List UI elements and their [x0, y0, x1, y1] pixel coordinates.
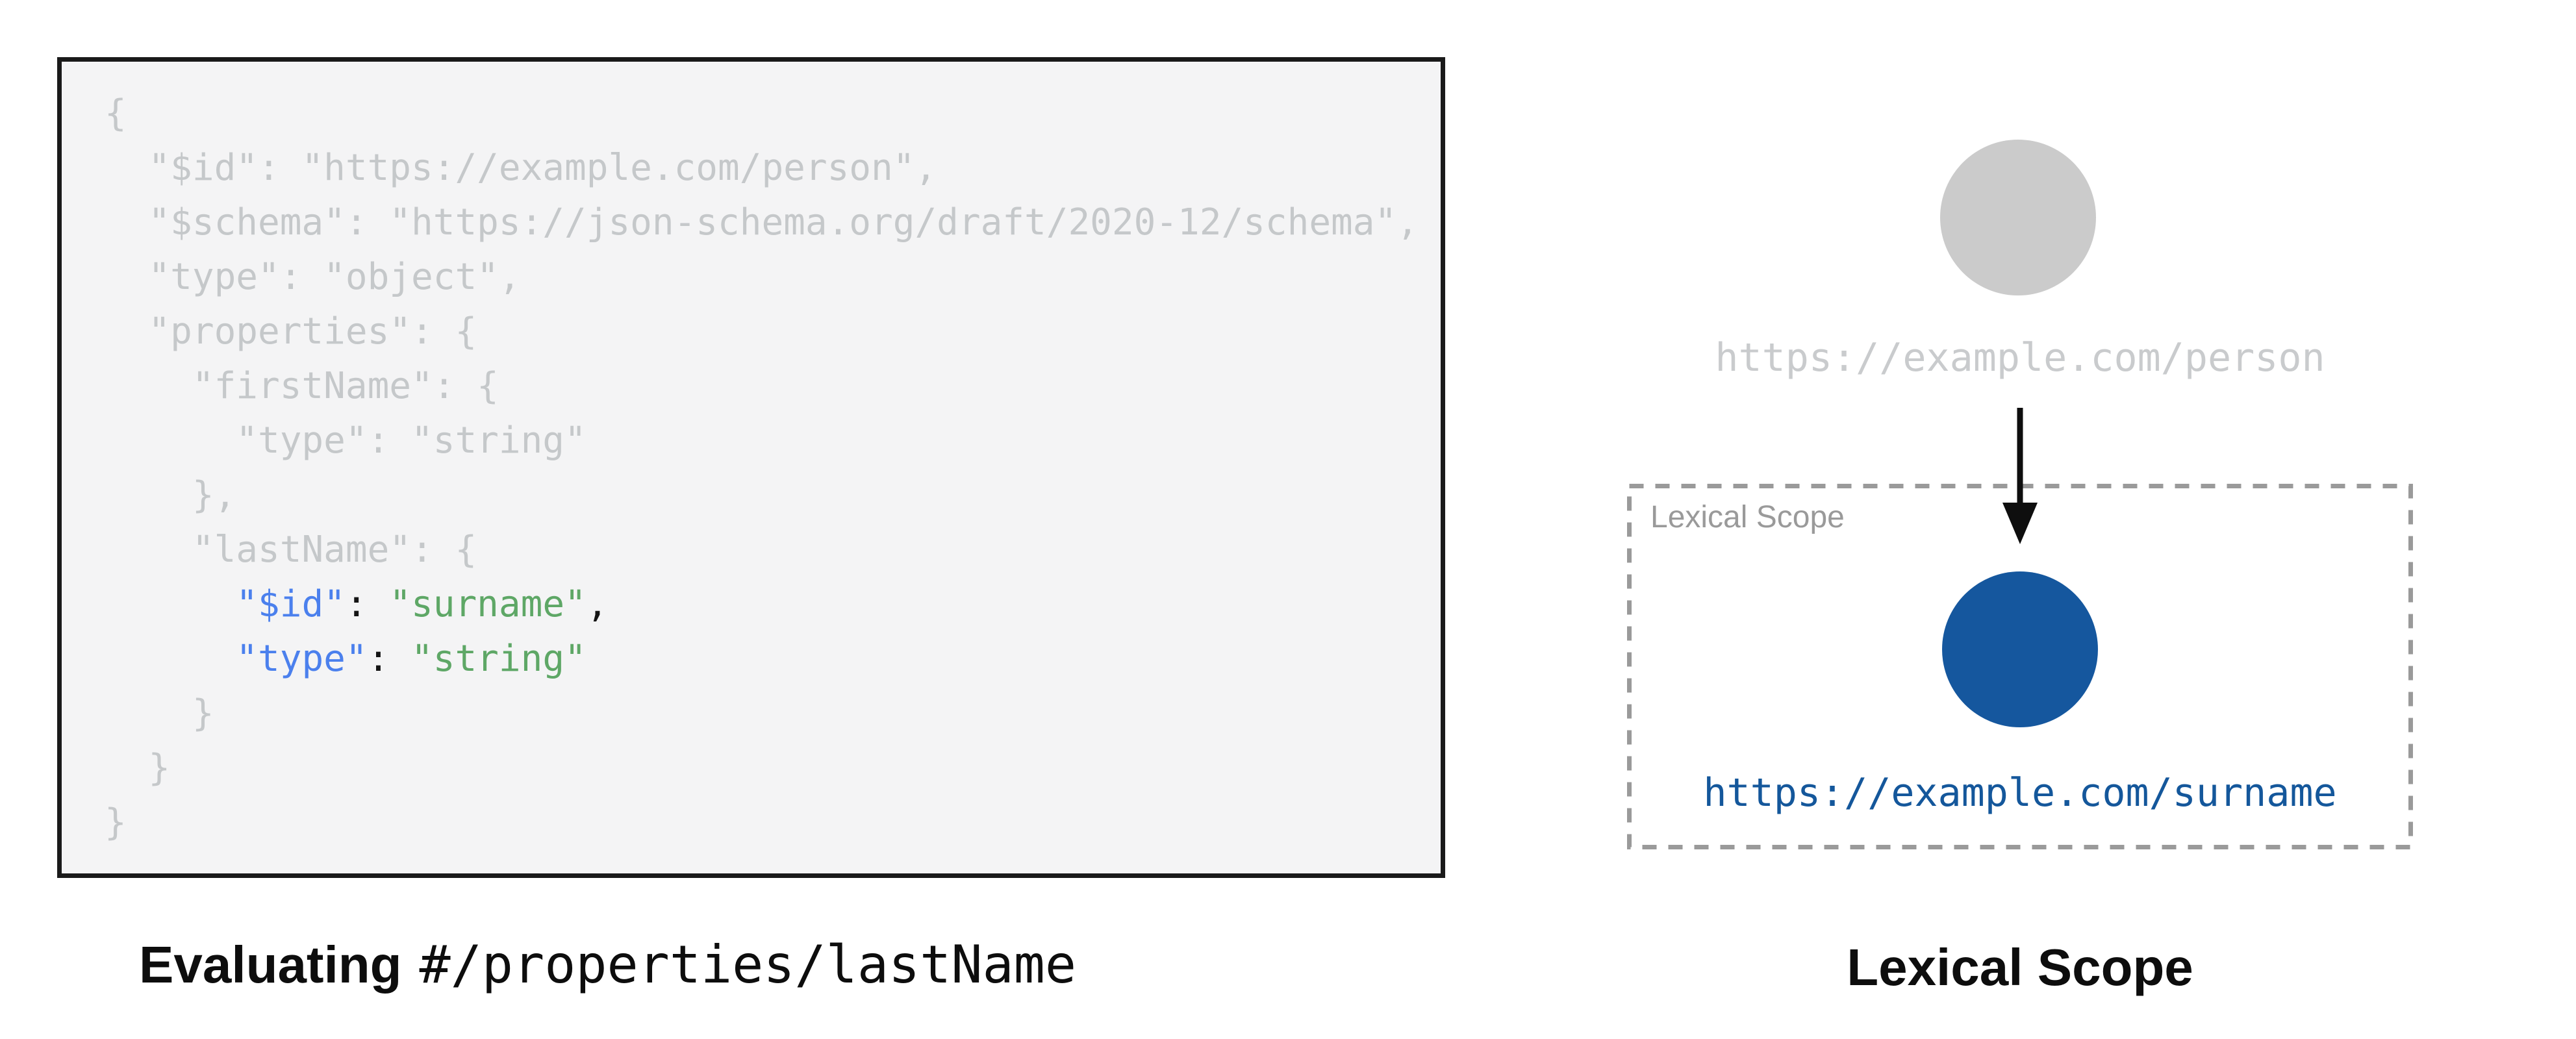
- code-line: "properties": {: [105, 310, 477, 353]
- code-line: "type": "string": [236, 638, 587, 680]
- code-line: }: [105, 801, 127, 844]
- code-line: "$schema": "https://json-schema.org/draf…: [105, 201, 1419, 244]
- code-line: {: [105, 92, 127, 134]
- code-line: "type": "object",: [105, 256, 521, 298]
- code-line: "firstName": {: [105, 365, 499, 407]
- code-line: "$id": "surname",: [236, 583, 609, 625]
- evaluating-label: Evaluating: [139, 936, 402, 994]
- json-schema-code-panel: { "$id": "https://example.com/person", "…: [57, 57, 1445, 878]
- code-line: },: [105, 474, 236, 516]
- code-line: "type": "string": [105, 419, 587, 462]
- lexical-scope-caption: Lexical Scope: [1847, 938, 2193, 996]
- surname-node-circle: [1942, 571, 2098, 727]
- person-node-circle: [1940, 140, 2096, 295]
- code-line: "lastName": {: [105, 529, 477, 571]
- code-line: "$id": "https://example.com/person",: [105, 147, 937, 189]
- person-uri-label: https://example.com/person: [1715, 335, 2325, 381]
- code-line: }: [105, 692, 214, 734]
- arrow-down-icon: [2002, 408, 2038, 544]
- surname-uri-label: https://example.com/surname: [1703, 770, 2337, 816]
- code-line: }: [105, 747, 171, 789]
- json-pointer-path: #/properties/lastName: [419, 934, 1076, 995]
- code-lines: { "$id": "https://example.com/person", "…: [105, 86, 1425, 850]
- lexical-scope-box-label: Lexical Scope: [1650, 500, 1845, 534]
- evaluating-caption: Evaluating #/properties/lastName: [139, 939, 1076, 991]
